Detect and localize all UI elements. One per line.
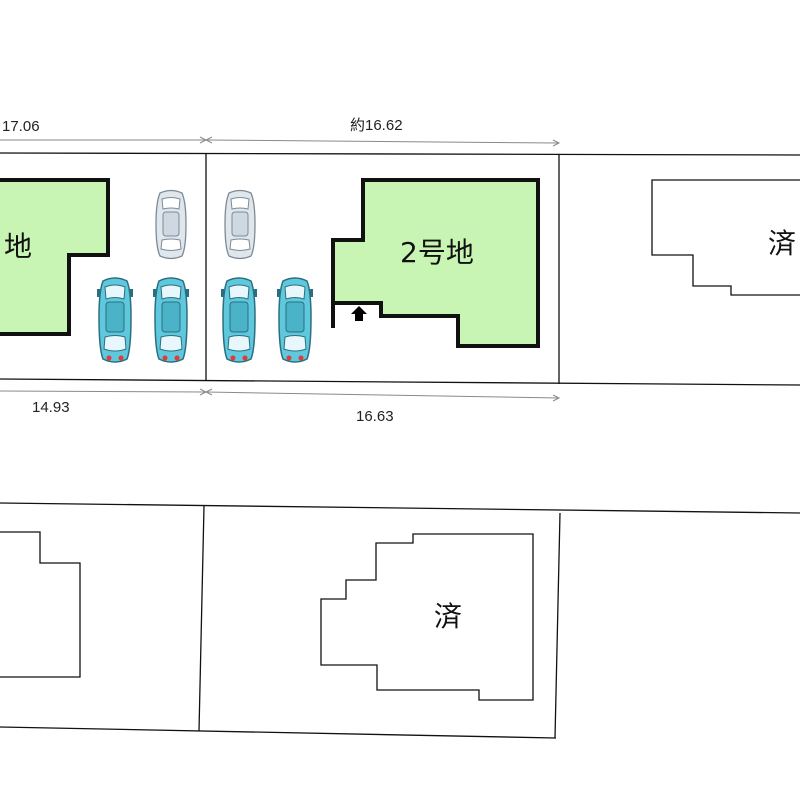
dimension-top-right: 約16.62	[350, 117, 403, 134]
car-icon	[220, 277, 258, 363]
lot-1: 地	[0, 178, 110, 336]
car-icon	[276, 277, 314, 363]
top-block-outline	[0, 152, 800, 386]
car-icon	[224, 189, 256, 260]
sold-label-bottom: 済	[434, 600, 462, 633]
dimension-lines	[0, 136, 561, 402]
sold-label-right: 済	[768, 227, 796, 260]
lot-2-label: 2号地	[400, 236, 474, 269]
dimension-top-left: 17.06	[2, 118, 40, 135]
parking-area	[96, 189, 314, 363]
lot-1-label: 地	[4, 230, 32, 263]
dimension-bottom-left: 14.93	[32, 399, 70, 416]
car-icon	[96, 277, 134, 363]
sold-house-right: 済	[651, 179, 800, 296]
dimension-bottom-right: 16.63	[356, 408, 394, 425]
lot-2: 2号地	[331, 178, 540, 348]
up-arrow-icon	[351, 306, 367, 321]
sold-house-bottom: 済	[320, 533, 534, 701]
car-icon	[152, 277, 190, 363]
bottom-block-outline	[0, 502, 800, 739]
bottom-left-house	[0, 531, 81, 678]
car-icon	[155, 189, 187, 260]
